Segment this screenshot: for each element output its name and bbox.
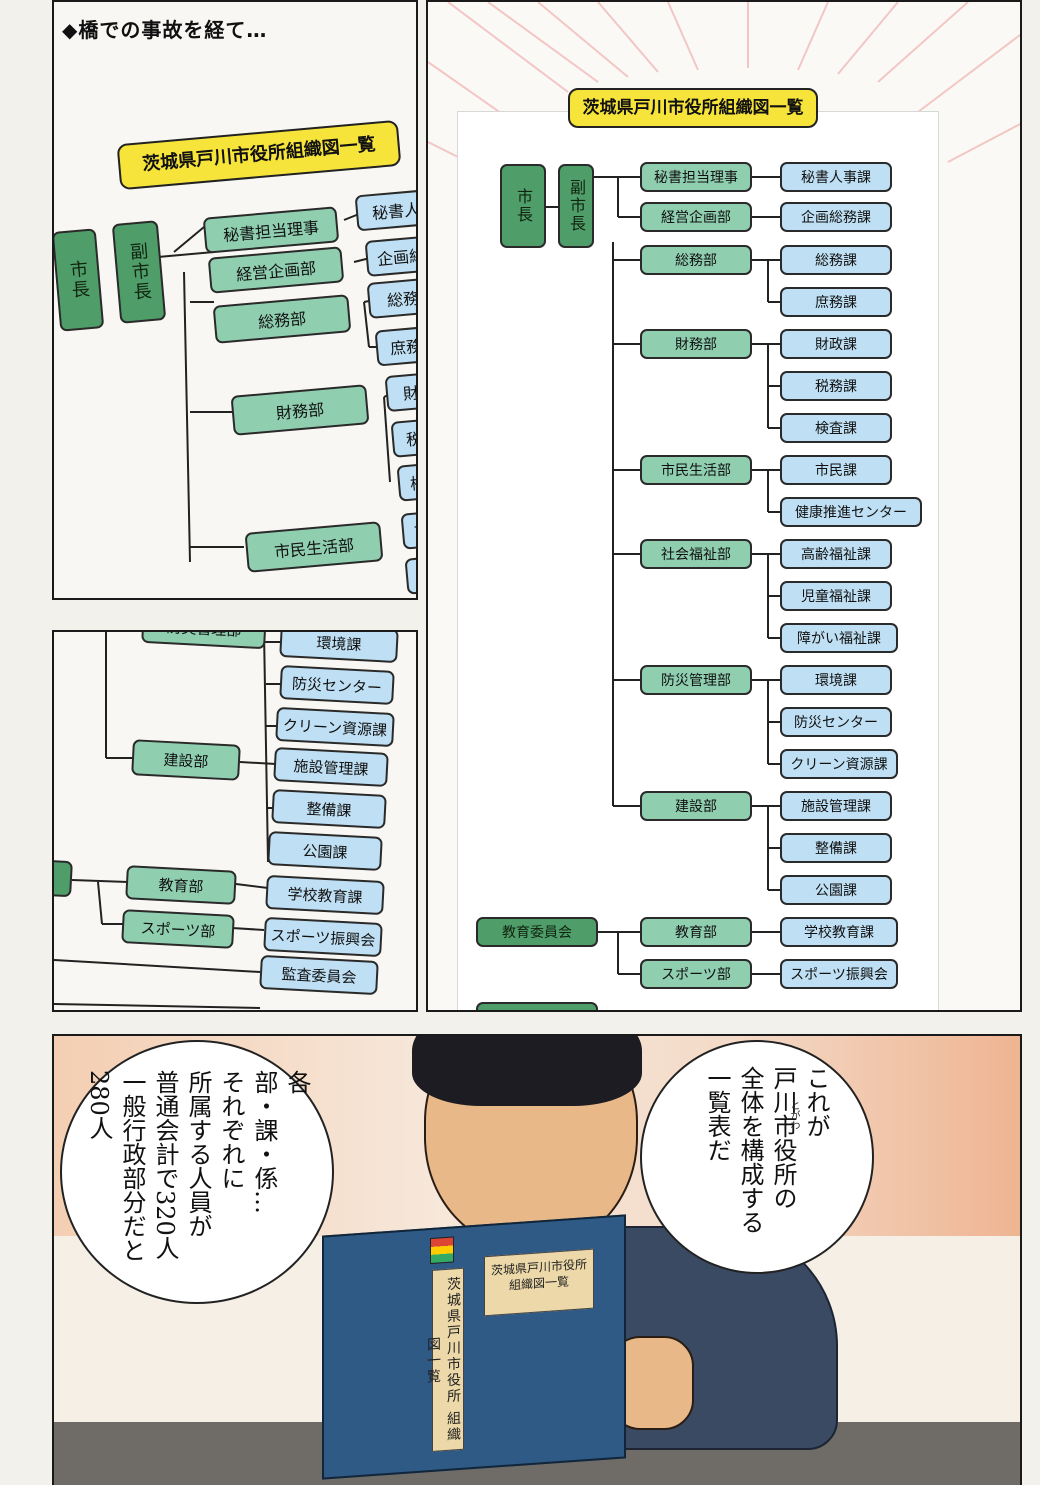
dept-box-sports: スポーツ部 — [640, 959, 752, 989]
section-box-school-education: 学校教育課 — [780, 917, 898, 947]
dept-box-social-welfare: 社会福祉部 — [640, 539, 752, 569]
bubble-left-line: それぞれに — [217, 1070, 245, 1190]
book-spine-label: 茨城県戸川市役所 組織図一覧 — [425, 1267, 464, 1452]
section-box-maintenance: 整備課 — [780, 833, 892, 863]
connector-lines — [54, 632, 282, 1009]
section-box-school-education: 学校教育課 — [265, 874, 385, 916]
section-box-partial: 庶務 — [374, 325, 416, 367]
section-box-facility-management: 施設管理課 — [273, 747, 389, 787]
bubble-right-line: 戸川市役所の — [769, 1066, 797, 1210]
section-box-child-welfare: 児童福祉課 — [780, 581, 892, 611]
dept-box-construction: 建設部 — [131, 739, 241, 781]
section-box-partial: 企画総 — [364, 235, 416, 277]
book-emblem — [430, 1236, 454, 1265]
bubble-right-line: これが — [802, 1066, 830, 1138]
panel-chart-closeup-top: 茨城県戸川市役所組織図一覧 市長 副市長 秘書担当理事 経営企画部 総務部 財務… — [52, 0, 418, 600]
connector-lines — [546, 176, 780, 975]
section-box-clean-resources: クリーン資源課 — [780, 749, 898, 779]
board-box-education-committee: 教育委員会 — [476, 917, 598, 947]
bubble-left-line: 各 — [283, 1070, 311, 1094]
dept-box-education: 教育部 — [640, 917, 752, 947]
section-box-parks: 公園課 — [267, 831, 383, 871]
vice-mayor-box: 副市長 — [558, 164, 594, 248]
section-box-citizens: 市民課 — [780, 455, 892, 485]
section-box-planning-general: 企画総務課 — [780, 202, 892, 232]
section-box-general: 総務課 — [780, 245, 892, 275]
ruby-togawa: とがわ — [788, 1100, 799, 1130]
bubble-left-line: 280人 — [85, 1070, 113, 1140]
board-box-partial — [54, 858, 73, 898]
speech-bubble-left — [60, 1040, 334, 1304]
character-hair — [412, 1036, 642, 1106]
bubble-left-line: 部・課・係… — [250, 1070, 278, 1214]
section-box-partial: 秘書人 — [354, 188, 416, 232]
section-box-disaster-center: 防災センター — [780, 707, 892, 737]
dept-box-general-affairs: 総務部 — [640, 245, 752, 275]
section-box-disability-welfare: 障がい福祉課 — [780, 623, 898, 653]
section-box-partial: 財 — [384, 371, 416, 413]
org-chart-book: 茨城県戸川市役所 組織図一覧 茨城県戸川市役所 組織図一覧 — [322, 1214, 626, 1480]
section-box-clerical: 庶務課 — [780, 287, 892, 317]
book-cover-label: 茨城県戸川市役所 組織図一覧 — [484, 1248, 594, 1317]
bubble-right-line: 全体を構成する — [736, 1066, 764, 1234]
section-box-inspection: 検査課 — [780, 413, 892, 443]
section-box-partial: 総務 — [366, 277, 416, 319]
section-box-clean-resources: クリーン資源課 — [275, 706, 395, 748]
mayor-box: 市長 — [500, 164, 546, 248]
section-box-partial: 検 — [396, 462, 416, 502]
bubble-left-line: 普通会計で320人 — [151, 1070, 179, 1260]
bubble-left-line: 所属する人員が — [184, 1070, 212, 1238]
dept-box-education: 教育部 — [125, 865, 237, 905]
dept-box-finance: 財務部 — [640, 329, 752, 359]
connector-lines — [157, 211, 395, 563]
bubble-left-text: 各 部・課・係… それぞれに 所属する人員が 普通会計で320人 一般行政部分だ… — [82, 1070, 313, 1270]
chart-title-tag: 茨城県戸川市役所組織図一覧 — [568, 88, 818, 128]
section-box-facility-management: 施設管理課 — [780, 791, 892, 821]
section-box-maintenance: 整備課 — [271, 789, 387, 829]
section-box-parks: 公園課 — [780, 875, 892, 905]
dept-box-disaster: 防災管理部 — [640, 665, 752, 695]
panel-chart-full: 茨城県戸川市役所組織図一覧 — [426, 0, 1022, 1012]
section-box-secretary-hr: 秘書人事課 — [780, 162, 892, 192]
section-box-sports-promotion: スポーツ振興会 — [263, 916, 383, 958]
section-box-fiscal: 財政課 — [780, 329, 892, 359]
bubble-left-line: 一般行政部分だと — [118, 1070, 146, 1262]
panel-chart-closeup-bottom: 防災管理部 環境課 防災センター クリーン資源課 建設部 施設管理課 整備課 公… — [52, 630, 418, 1012]
dept-box-secretary: 秘書担当理事 — [640, 162, 752, 192]
section-box-health-center: 健康推進センター — [780, 497, 922, 527]
dept-box-construction: 建設部 — [640, 791, 752, 821]
caption-text: ◆橋での事故を経て… — [62, 18, 268, 42]
section-box-partial: 市 — [400, 510, 416, 550]
dept-box-planning: 経営企画部 — [640, 202, 752, 232]
mayor-box: 市長 — [54, 228, 105, 332]
section-box-disaster-center: 防災センター — [279, 665, 395, 705]
dept-box-sports: スポーツ部 — [121, 909, 235, 949]
board-box-partial — [476, 1002, 598, 1010]
section-box-tax: 税務課 — [780, 371, 892, 401]
dept-box-civic-life: 市民生活部 — [640, 455, 752, 485]
bubble-right-text: これが 戸川市役所の 全体を構成する 一覧表だ — [700, 1066, 832, 1266]
section-box-environment: 環境課 — [780, 665, 892, 695]
speech-bubble-right — [640, 1040, 874, 1274]
bubble-right-line: 一覧表だ — [703, 1066, 731, 1162]
vice-mayor-box: 副市長 — [111, 220, 167, 324]
section-box-elderly-welfare: 高齢福祉課 — [780, 539, 892, 569]
section-box-audit-committee: 監査委員会 — [259, 954, 379, 996]
section-box-partial: 税 — [390, 418, 416, 458]
section-box-partial: 健 — [404, 555, 416, 595]
section-box-sports-promotion: スポーツ振興会 — [780, 959, 898, 989]
